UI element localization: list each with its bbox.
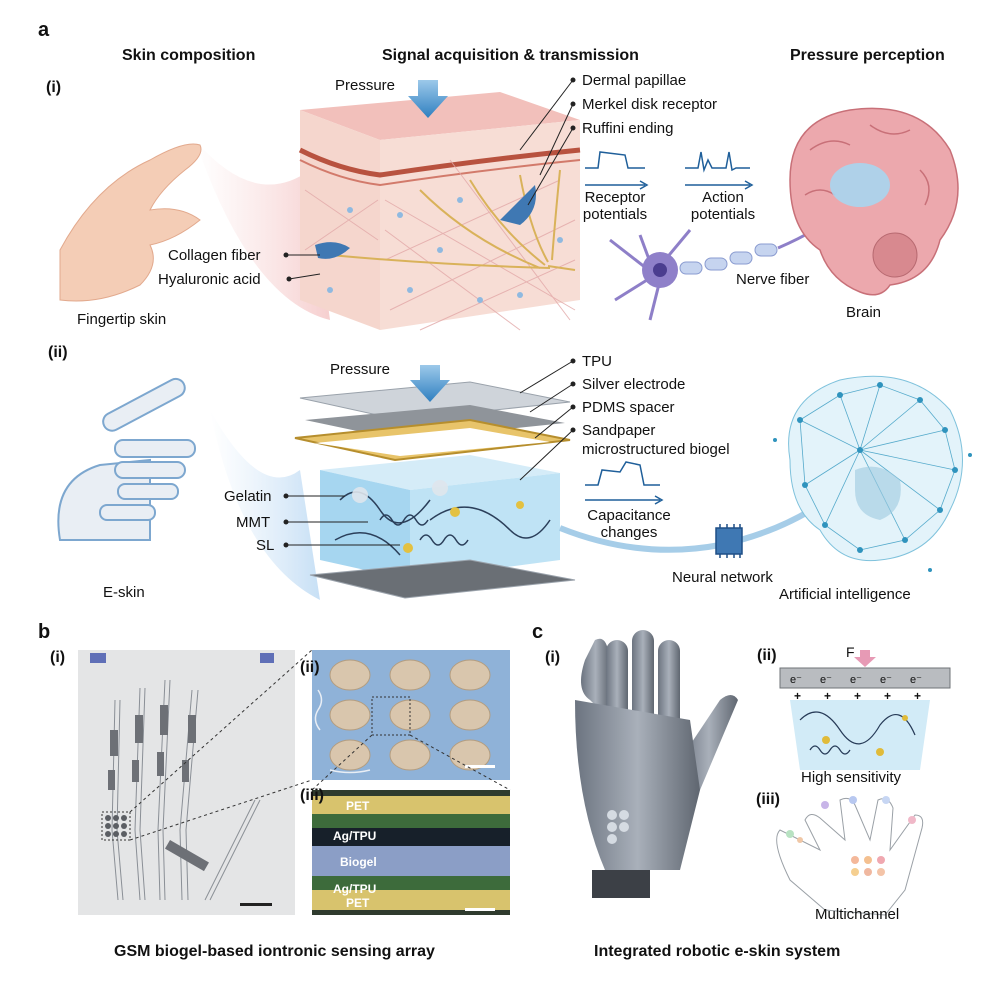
label-capacitance: Capacitance	[587, 507, 671, 524]
label-dermal-papillae: Dermal papillae	[582, 72, 687, 89]
label-e-skin: E-skin	[103, 584, 145, 601]
charge-e-2: e⁻	[820, 674, 832, 686]
marker-c-i: (i)	[545, 649, 561, 666]
brain-illustration	[789, 107, 959, 296]
ai-network-brain-illustration	[773, 375, 972, 572]
layer-pet-top: PET	[346, 799, 370, 813]
label-fingertip-skin: Fingertip skin	[77, 311, 167, 328]
label-collagen-fiber: Collagen fiber	[168, 247, 261, 264]
layer-ag-tpu-bottom: Ag/TPU	[333, 882, 377, 896]
marker-a-i: (i)	[46, 79, 62, 96]
neuron-illustration	[609, 203, 851, 321]
callout-dots-top	[283, 77, 576, 282]
marker-a-ii: (ii)	[48, 344, 68, 361]
panel-letter-b: b	[38, 621, 51, 643]
label-force: F	[846, 644, 855, 660]
marker-b-iii: (iii)	[300, 787, 324, 804]
label-pressure-top: Pressure	[335, 77, 396, 94]
capacitance-waveform	[585, 461, 664, 505]
multichannel-hand-illustration	[776, 796, 924, 916]
charge-plus-1: +	[794, 689, 802, 703]
label-sandpaper: Sandpaper	[582, 422, 656, 439]
label-multichannel: Multichannel	[815, 906, 900, 923]
skin-block-illustration	[298, 92, 581, 331]
marker-b-ii: (ii)	[300, 659, 320, 676]
high-sensitivity-schematic	[779, 650, 951, 770]
charge-e-3: e⁻	[850, 674, 862, 686]
header-pressure-perception: Pressure perception	[790, 47, 945, 64]
charge-plus-2: +	[824, 689, 832, 703]
label-action: Action	[702, 189, 744, 206]
robot-hand-illustration	[57, 377, 320, 600]
label-artificial-intelligence: Artificial intelligence	[779, 586, 911, 603]
label-hyaluronic-acid: Hyaluronic acid	[158, 271, 261, 288]
label-neural-network: Neural network	[672, 569, 773, 586]
label-tpu: TPU	[582, 353, 612, 370]
charge-e-1: e⁻	[790, 674, 802, 686]
label-brain: Brain	[846, 304, 882, 321]
label-pressure-bottom: Pressure	[330, 361, 391, 378]
potential-waveforms	[585, 151, 754, 190]
label-merkel-disk: Merkel disk receptor	[582, 96, 718, 113]
label-pdms-spacer: PDMS spacer	[582, 399, 675, 416]
layer-pet-bottom: PET	[346, 896, 370, 910]
sensor-stack-illustration	[294, 381, 576, 599]
cross-section-photo	[312, 790, 510, 915]
layer-biogel: Biogel	[340, 855, 377, 869]
label-receptor: Receptor	[584, 189, 646, 206]
layer-ag-tpu-top: Ag/TPU	[333, 829, 377, 843]
label-microstructured-biogel: microstructured biogel	[582, 441, 730, 458]
charge-e-4: e⁻	[880, 674, 892, 686]
charge-plus-5: +	[914, 689, 922, 703]
label-action-potentials: potentials	[690, 206, 756, 223]
label-gelatin: Gelatin	[224, 488, 272, 505]
label-receptor-potentials: potentials	[582, 206, 648, 223]
label-ruffini-ending: Ruffini ending	[582, 120, 674, 137]
pressure-arrow-bottom	[410, 365, 450, 402]
label-nerve-fiber: Nerve fiber	[736, 271, 810, 288]
zoom-lines	[129, 649, 313, 841]
charge-e-5: e⁻	[910, 674, 922, 686]
header-skin-composition: Skin composition	[122, 47, 256, 64]
marker-c-iii: (iii)	[756, 791, 780, 808]
panel-letter-c: c	[532, 621, 544, 643]
zoom-lines-2	[311, 734, 511, 791]
finger-hand-illustration	[59, 140, 330, 320]
label-high-sensitivity: High sensitivity	[801, 769, 902, 786]
electrode-grid-photo	[312, 650, 510, 780]
chip-icon	[715, 524, 743, 558]
robotic-glove-illustration	[575, 630, 738, 898]
pressure-arrow-top	[408, 80, 448, 118]
callout-leaders-bottom	[286, 360, 574, 546]
label-sl: SL	[256, 537, 275, 554]
charge-plus-4: +	[884, 689, 892, 703]
header-signal-acquisition: Signal acquisition & transmission	[382, 47, 639, 64]
sensor-array-photo	[78, 650, 295, 915]
label-mmt: MMT	[236, 514, 271, 531]
caption-b: GSM biogel-based iontronic sensing array	[114, 943, 435, 960]
marker-c-ii: (ii)	[757, 647, 777, 664]
callout-leaders-top	[286, 79, 574, 280]
marker-b-i: (i)	[50, 649, 66, 666]
caption-c: Integrated robotic e-skin system	[594, 943, 841, 960]
panel-letter-a: a	[38, 19, 50, 41]
callout-dots-bottom	[283, 358, 576, 548]
label-silver-electrode: Silver electrode	[582, 376, 686, 393]
charge-plus-3: +	[854, 689, 862, 703]
label-capacitance-changes: changes	[600, 524, 658, 541]
